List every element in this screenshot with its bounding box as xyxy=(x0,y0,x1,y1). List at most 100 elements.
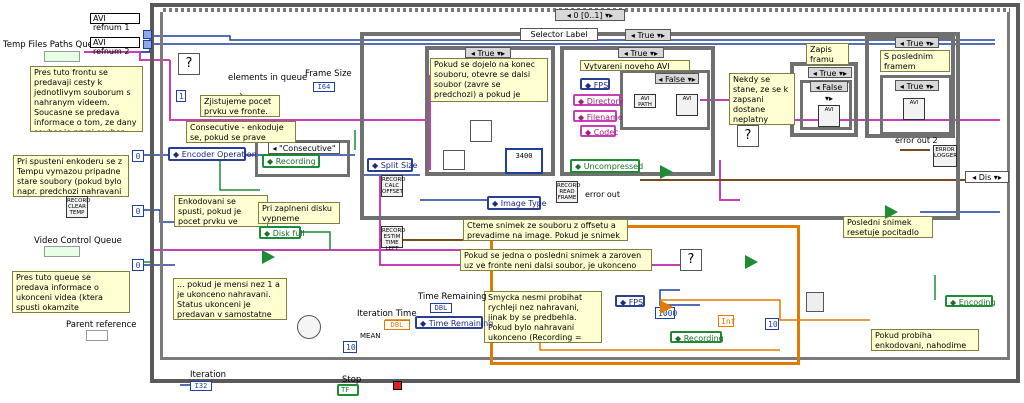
numeric-constant-10[interactable]: 10 xyxy=(343,341,357,353)
avi-open-node: AVI xyxy=(676,94,698,116)
comment-end-encoding: Pokud se jedna o posledni snimek a zarov… xyxy=(460,249,652,271)
encoder-operation-control[interactable]: ◆ Encoder Operation xyxy=(168,147,257,161)
directory-text: Directory xyxy=(586,97,624,106)
fps2-text: FPS xyxy=(628,298,644,307)
comment-global-status: Pokud probiha enkodovani, nahodime statu… xyxy=(871,329,979,351)
file-refnum-value: 3400 xyxy=(515,152,533,160)
avi-write-node: AVI xyxy=(818,105,840,127)
time-remaining-ctrl-text: Time Remaining xyxy=(428,319,494,328)
numeric-constant-0c[interactable]: 0 xyxy=(132,259,144,271)
queue-status-node: ? xyxy=(178,53,200,75)
parent-reference-label: Parent reference xyxy=(66,320,137,330)
avi-refnum-2-label: AVI refnum 2 xyxy=(90,37,140,56)
parent-reference-terminal[interactable] xyxy=(86,330,108,341)
filename-global[interactable]: ◆ Filename xyxy=(573,110,623,122)
comment-close-avi: S poslednim framem zavreme avi soubor. xyxy=(880,50,950,72)
case-selector-consecutive[interactable]: ◂ "Consecutive" ▾▸ xyxy=(268,142,340,164)
temp-files-queue-label: Temp Files Paths Queue xyxy=(3,40,104,50)
comment-invalid-image: Nekdy se stane, ze se k zapsani dostane … xyxy=(729,73,795,125)
case-selector-true-4[interactable]: ◂ True ▾▸ xyxy=(808,67,852,78)
case-selector-true-1-label: True xyxy=(637,31,655,40)
case-selector-false-1[interactable]: ◂ False ▾▸ xyxy=(655,73,699,84)
numeric-constant-10b[interactable]: 10 xyxy=(765,318,779,330)
recording2-text: Recording xyxy=(683,334,724,343)
mean-label: MEAN xyxy=(360,332,381,340)
temp-files-queue-terminal[interactable] xyxy=(44,51,80,62)
case-create-avi-inner xyxy=(620,70,710,130)
comment-consecutive: Consecutive - enkoduje se, pokud se prav… xyxy=(186,121,296,143)
frame-size-indicator: I64 xyxy=(313,82,335,92)
record-estim-node: RECORD ESTIM TIME LEFT xyxy=(381,226,406,252)
case-selector-true-6-label: True xyxy=(906,82,924,91)
case-selector-true-5[interactable]: ◂ True ▾▸ xyxy=(895,37,939,48)
stop-condition-icon xyxy=(393,381,402,390)
elements-in-queue-label: elements in queue xyxy=(228,73,308,83)
encoder-operation-text: Encoder Operation xyxy=(181,150,257,159)
numeric-constant-0b[interactable]: 0 xyxy=(132,205,144,217)
numeric-constant-0a[interactable]: 0 xyxy=(132,150,144,162)
stop-control[interactable]: TF xyxy=(337,384,359,396)
fps-text: FPS xyxy=(593,81,609,90)
refnum-1-tunnel xyxy=(143,30,152,39)
video-control-queue-terminal[interactable] xyxy=(44,246,80,257)
comment-next-file: Pokud se dojelo na konec souboru, otevre… xyxy=(430,58,548,102)
avi-close-node: AVI xyxy=(903,98,925,120)
stop-label: Stop xyxy=(342,375,362,385)
encoding-global[interactable]: ◆ Encoding xyxy=(945,295,996,307)
numeric-constant-inf[interactable]: Inf xyxy=(718,315,735,327)
comment-temp-files: Pres tuto frontu se predavaji cesty k je… xyxy=(30,66,143,132)
uncompressed-global[interactable]: ◆ Uncompressed xyxy=(570,159,643,173)
recording-text: Recording xyxy=(275,157,316,166)
case-selector-false-1-label: False xyxy=(664,75,686,84)
disk-full-global[interactable]: ◆ Disk full xyxy=(259,226,305,239)
recording-global[interactable]: ◆ Recording xyxy=(262,154,320,168)
case-selector-true-1[interactable]: ◂ True ▾▸ xyxy=(625,29,671,41)
codec-global[interactable]: ◆ Codec xyxy=(580,125,619,137)
avi-path-node: AVI PATH xyxy=(634,94,656,108)
iteration-label: Iteration xyxy=(190,370,227,380)
and-gate-icon xyxy=(660,165,673,179)
time-remaining-control[interactable]: ◆ Time Remaining xyxy=(415,316,493,329)
case-selector-true-2-label: True xyxy=(477,49,495,58)
case-selector-false-2[interactable]: ◂ False ▾▸ xyxy=(810,81,848,103)
case-selector-true-6[interactable]: ◂ True ▾▸ xyxy=(895,80,939,91)
case-selector-true-3[interactable]: ◂ True ▾▸ xyxy=(618,47,664,58)
comment-video-end: Pres tuto queue se predava informace o u… xyxy=(12,271,130,313)
not-gate-icon xyxy=(885,205,898,219)
avi-refnum-1-label: AVI refnum 1 xyxy=(90,13,140,32)
disk-full-text: Disk full xyxy=(272,229,305,238)
numeric-constant-1[interactable]: 1 xyxy=(176,90,186,102)
recording-global-2[interactable]: ◆ Recording xyxy=(670,331,724,343)
fps-global[interactable]: ◆ FPS xyxy=(580,78,610,90)
tick-count-icon xyxy=(297,315,321,339)
refnum-2-tunnel xyxy=(143,40,152,49)
iteration-type: I32 xyxy=(194,382,208,390)
fps-global-2[interactable]: ◆ FPS xyxy=(615,295,645,307)
selector-label-text: Selector Label xyxy=(530,30,588,39)
case-consecutive xyxy=(255,140,350,177)
error-check-node: ? xyxy=(737,125,759,147)
case-selector-true-4-label: True xyxy=(819,69,837,78)
case-selector-false-2-label: False xyxy=(822,83,843,92)
image-type-global[interactable]: ◆ Image Type xyxy=(487,196,547,210)
case-selector-true-3-label: True xyxy=(630,49,648,58)
case-selector-dis[interactable]: ◂ Dis ▾▸ xyxy=(965,171,1009,183)
selector-label: Selector Label xyxy=(520,28,598,41)
directory-global[interactable]: ◆ Directory xyxy=(573,94,624,106)
split-size-global[interactable]: ◆ Split Size xyxy=(367,158,417,172)
comment-last-frame-reset: Posledni snimek resetuje pocitadlo snimk… xyxy=(843,216,933,238)
error-out-label: error out xyxy=(585,190,621,199)
video-control-queue-label: Video Control Queue xyxy=(34,236,122,246)
divide-icon xyxy=(660,300,673,314)
error-logger-node: ERROR LOGGER xyxy=(933,145,957,167)
comment-loop-wait: Smycka nesmi probihat rychleji nez nahra… xyxy=(484,291,602,343)
open-file-icon xyxy=(470,120,492,142)
comment-clear-temp: Pri spusteni enkoderu se z Tempu vymazou… xyxy=(13,155,129,197)
error-out-2-label: error out 2 xyxy=(895,136,938,145)
case-selector-true-2[interactable]: ◂ True ▾▸ xyxy=(465,47,511,58)
while-loop-frame xyxy=(150,3,1020,383)
case-selector-main[interactable]: ◂ 0 [0..1] ▾▸ xyxy=(555,9,625,21)
file-refnum-node: 3400 xyxy=(505,148,543,174)
or-gate-icon xyxy=(262,250,275,264)
case-selector-dis-label: Dis xyxy=(978,173,992,182)
